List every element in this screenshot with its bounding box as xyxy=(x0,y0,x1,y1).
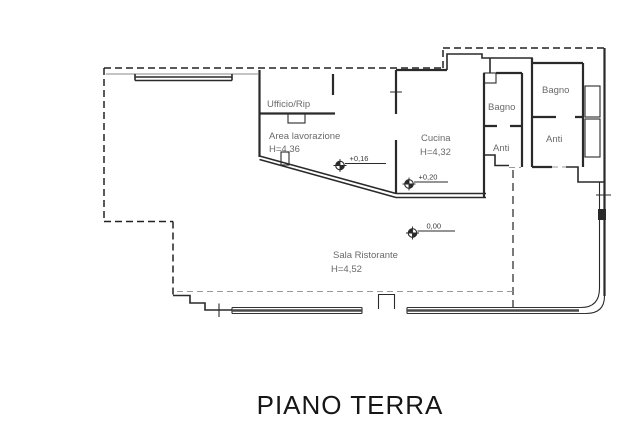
duct-niche-upper xyxy=(584,85,601,118)
elevation-value: 0,00 xyxy=(427,222,442,231)
room-label-cucina: Cucina xyxy=(421,133,451,144)
plan-title: PIANO TERRA xyxy=(257,390,444,420)
room-height-cucina: H=4,32 xyxy=(420,147,451,158)
room-label-area-lavorazione: Area lavorazione xyxy=(269,131,340,142)
wall-detail-path xyxy=(218,91,611,317)
benchmark-icon-wedges xyxy=(335,161,345,170)
benchmark-icon-cross xyxy=(402,177,416,191)
walls xyxy=(134,48,611,317)
benchmark-icon-wedges xyxy=(408,228,417,238)
room-label-ufficio: Ufficio/Rip xyxy=(267,99,310,110)
room-label-bagno-2: Bagno xyxy=(542,85,569,96)
light-dashed-lines xyxy=(177,155,566,292)
room-height-area-lavorazione: H=4,36 xyxy=(269,144,300,155)
door-leaf-ufficio xyxy=(287,112,306,124)
duct-niche-lower xyxy=(584,118,601,158)
room-label-bagno-1: Bagno xyxy=(488,102,515,113)
benchmark-icon-cross xyxy=(406,226,419,240)
room-label-anti-2: Anti xyxy=(546,134,562,145)
room-height-sala: H=4,52 xyxy=(331,264,362,275)
elevation-value: +0,16 xyxy=(350,154,369,163)
room-label-anti-1: Anti xyxy=(493,143,509,154)
door-leaf-diagonal xyxy=(280,151,290,166)
wall-notch xyxy=(483,72,497,84)
glazing-edge-lines xyxy=(232,307,586,314)
pillar xyxy=(598,209,606,220)
elevation-value: +0,20 xyxy=(419,173,438,182)
room-label-sala: Sala Ristorante xyxy=(333,250,398,261)
room-labels: Ufficio/Rip Area lavorazione H=4,36 Cuci… xyxy=(267,85,569,275)
elevation-marker-016: +0,16 xyxy=(333,154,386,172)
benchmark-icon-wedges xyxy=(404,179,414,189)
elevation-marker-020: +0,20 xyxy=(402,173,448,191)
elevation-marker-000: 0,00 xyxy=(406,222,455,240)
benchmark-icon-cross xyxy=(333,159,347,172)
boundary-dashed-path xyxy=(103,47,605,296)
window-glazing xyxy=(232,307,586,314)
medium-walls-path xyxy=(134,53,605,311)
